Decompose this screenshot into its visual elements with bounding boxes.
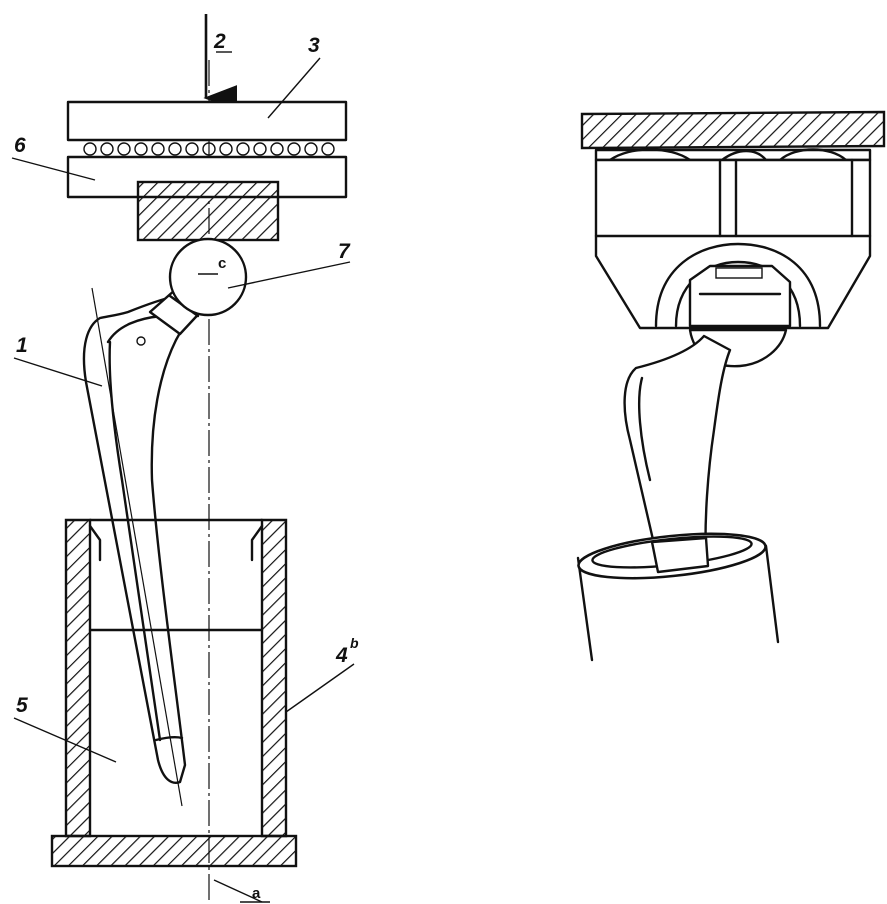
leader-3	[267, 57, 321, 119]
container-bevel-left	[88, 524, 102, 562]
label-a: a	[252, 885, 261, 902]
label-3: 3	[308, 34, 320, 57]
container-left-wall	[64, 518, 92, 838]
leader-1	[13, 357, 103, 387]
label-7: 7	[338, 240, 351, 263]
label-4-superscript: b	[350, 635, 359, 651]
right-top-plate	[580, 110, 886, 150]
bearing-balls	[83, 142, 335, 156]
right-bearing-bumps	[608, 148, 848, 162]
leader-6	[11, 157, 96, 181]
stem-hole	[136, 336, 146, 346]
top-plate	[66, 100, 348, 142]
right-insert	[688, 264, 792, 328]
label-5: 5	[16, 694, 28, 717]
right-stem-edge	[638, 376, 652, 482]
container-bevel-right	[250, 524, 264, 562]
right-insert-slot	[715, 267, 763, 279]
container-right-wall	[260, 518, 288, 838]
right-cup-outer	[654, 242, 822, 328]
label-4: 4	[335, 644, 348, 667]
stem-tip-mark	[154, 735, 184, 742]
label-c: c	[218, 255, 226, 272]
stem-axis-line	[91, 287, 183, 807]
right-view	[576, 110, 886, 662]
right-tube-body	[576, 544, 780, 662]
leader-7	[227, 261, 351, 289]
right-cup-inner	[674, 260, 802, 328]
leader-4	[285, 663, 355, 713]
femoral-head	[168, 237, 248, 317]
right-stem-in-tube	[650, 536, 710, 574]
leader-a	[213, 879, 263, 903]
left-view: 2 3 6 7 c 1 4 b 5 a	[11, 14, 359, 903]
label-2: 2	[213, 30, 226, 53]
label-6: 6	[14, 134, 26, 157]
leader-5	[13, 717, 117, 763]
femoral-stem	[82, 294, 202, 784]
container-base	[50, 834, 298, 868]
stem-inner-edge	[108, 340, 162, 742]
loading-block	[136, 180, 280, 242]
label-1: 1	[16, 334, 28, 357]
